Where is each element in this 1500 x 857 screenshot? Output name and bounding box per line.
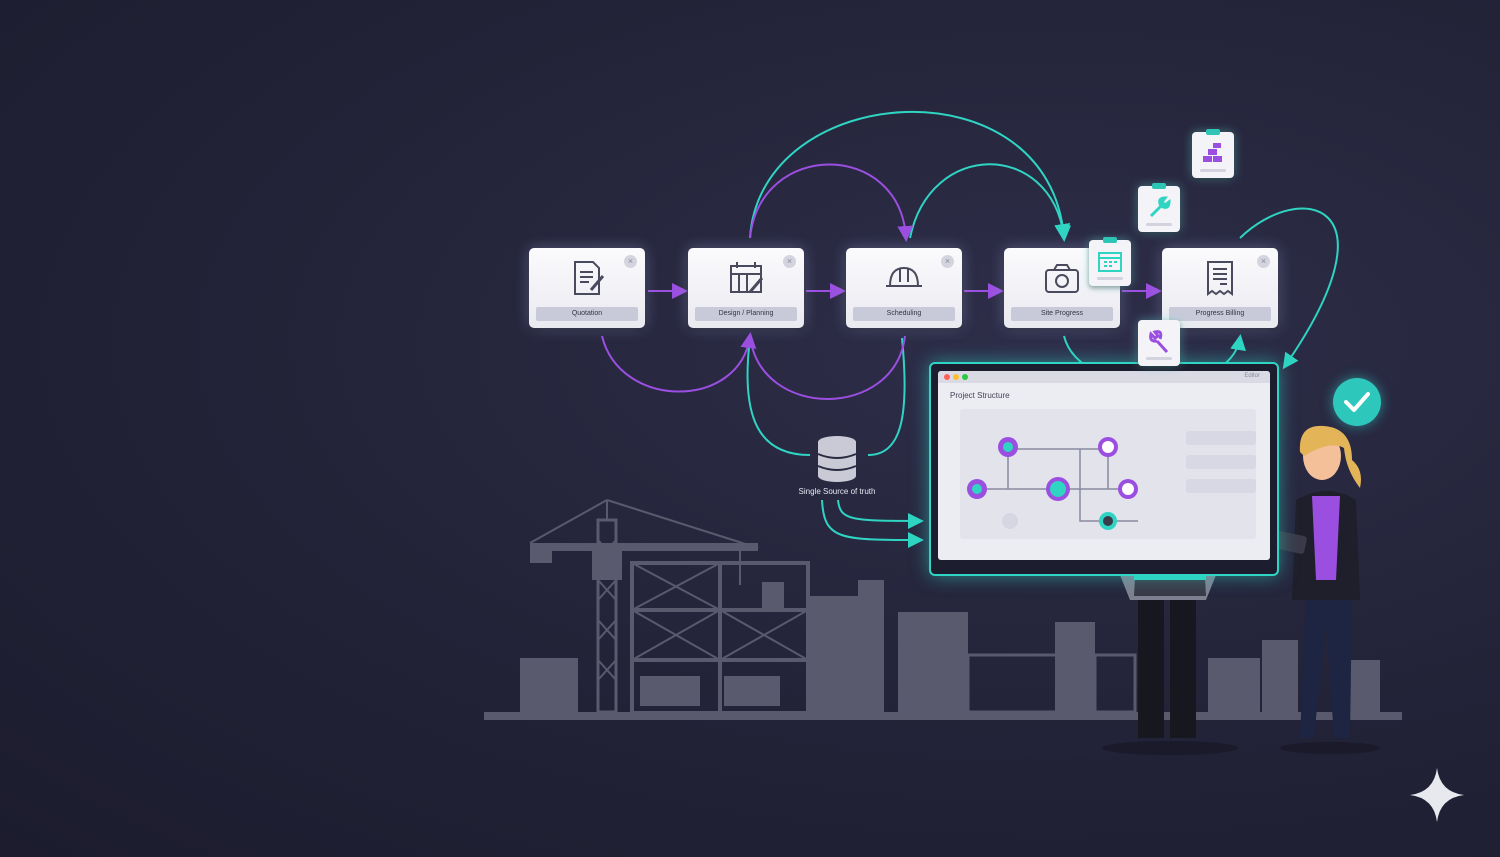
database-icon xyxy=(817,436,857,482)
close-icon[interactable]: × xyxy=(941,255,954,268)
card-line xyxy=(1097,277,1123,280)
structure-panel xyxy=(960,409,1256,539)
check-icon xyxy=(1344,392,1370,412)
invoice-icon xyxy=(1207,261,1233,296)
minimize-dot[interactable] xyxy=(953,374,959,380)
stage-label: Design / Planning xyxy=(695,307,797,321)
close-icon[interactable]: × xyxy=(783,255,796,268)
close-icon[interactable]: × xyxy=(1257,255,1270,268)
repair-card[interactable] xyxy=(1138,320,1180,366)
wrench-icon xyxy=(1149,196,1171,218)
stage-card-design[interactable]: × Design / Planning xyxy=(688,248,804,328)
stage-label: Site Progress xyxy=(1011,307,1113,321)
maximize-dot[interactable] xyxy=(962,374,968,380)
monitor-screen: Editor Project Structure xyxy=(938,371,1270,560)
hard-hat-icon xyxy=(886,266,922,287)
camera-icon xyxy=(1045,264,1079,293)
side-bar xyxy=(1186,431,1256,445)
monitor-titlebar: Editor xyxy=(938,371,1270,383)
construction-skyline xyxy=(484,499,1402,720)
side-bar xyxy=(1186,455,1256,469)
monitor-title: Project Structure xyxy=(950,391,1010,400)
card-line xyxy=(1146,223,1172,226)
close-icon[interactable]: × xyxy=(624,255,637,268)
sparkle-icon xyxy=(1410,768,1464,822)
stage-label: Scheduling xyxy=(853,307,955,321)
blueprint-icon xyxy=(730,262,764,293)
purple-connectors xyxy=(601,163,1162,400)
stage-card-scheduling[interactable]: × Scheduling xyxy=(846,248,962,328)
stage-card-progress-billing[interactable]: × Progress Billing xyxy=(1162,248,1278,328)
calendar-card[interactable] xyxy=(1089,237,1131,286)
calendar-icon xyxy=(1098,252,1122,272)
project-monitor: Editor Project Structure xyxy=(929,362,1279,576)
wrench-icon xyxy=(1149,330,1169,354)
card-line xyxy=(1146,357,1172,360)
manager-woman xyxy=(1261,425,1380,754)
monitor-topbar-text: Editor xyxy=(1244,373,1260,379)
clip xyxy=(1206,129,1220,135)
tools-card[interactable] xyxy=(1138,183,1180,232)
materials-icon xyxy=(1203,143,1222,162)
clip xyxy=(1103,237,1117,243)
card-line xyxy=(1200,169,1226,172)
database-label: Single Source of truth xyxy=(798,487,876,496)
stage-label: Progress Billing xyxy=(1169,307,1271,321)
close-dot[interactable] xyxy=(944,374,950,380)
structure-graph xyxy=(967,437,1138,530)
check-badge xyxy=(1333,378,1381,426)
materials-card[interactable] xyxy=(1192,129,1234,178)
teal-connectors xyxy=(746,111,1339,548)
stage-card-quotation[interactable]: × Quotation xyxy=(529,248,645,328)
clip xyxy=(1152,183,1166,189)
document-edit-icon xyxy=(574,261,605,295)
stage-label: Quotation xyxy=(536,307,638,321)
side-bar xyxy=(1186,479,1256,493)
